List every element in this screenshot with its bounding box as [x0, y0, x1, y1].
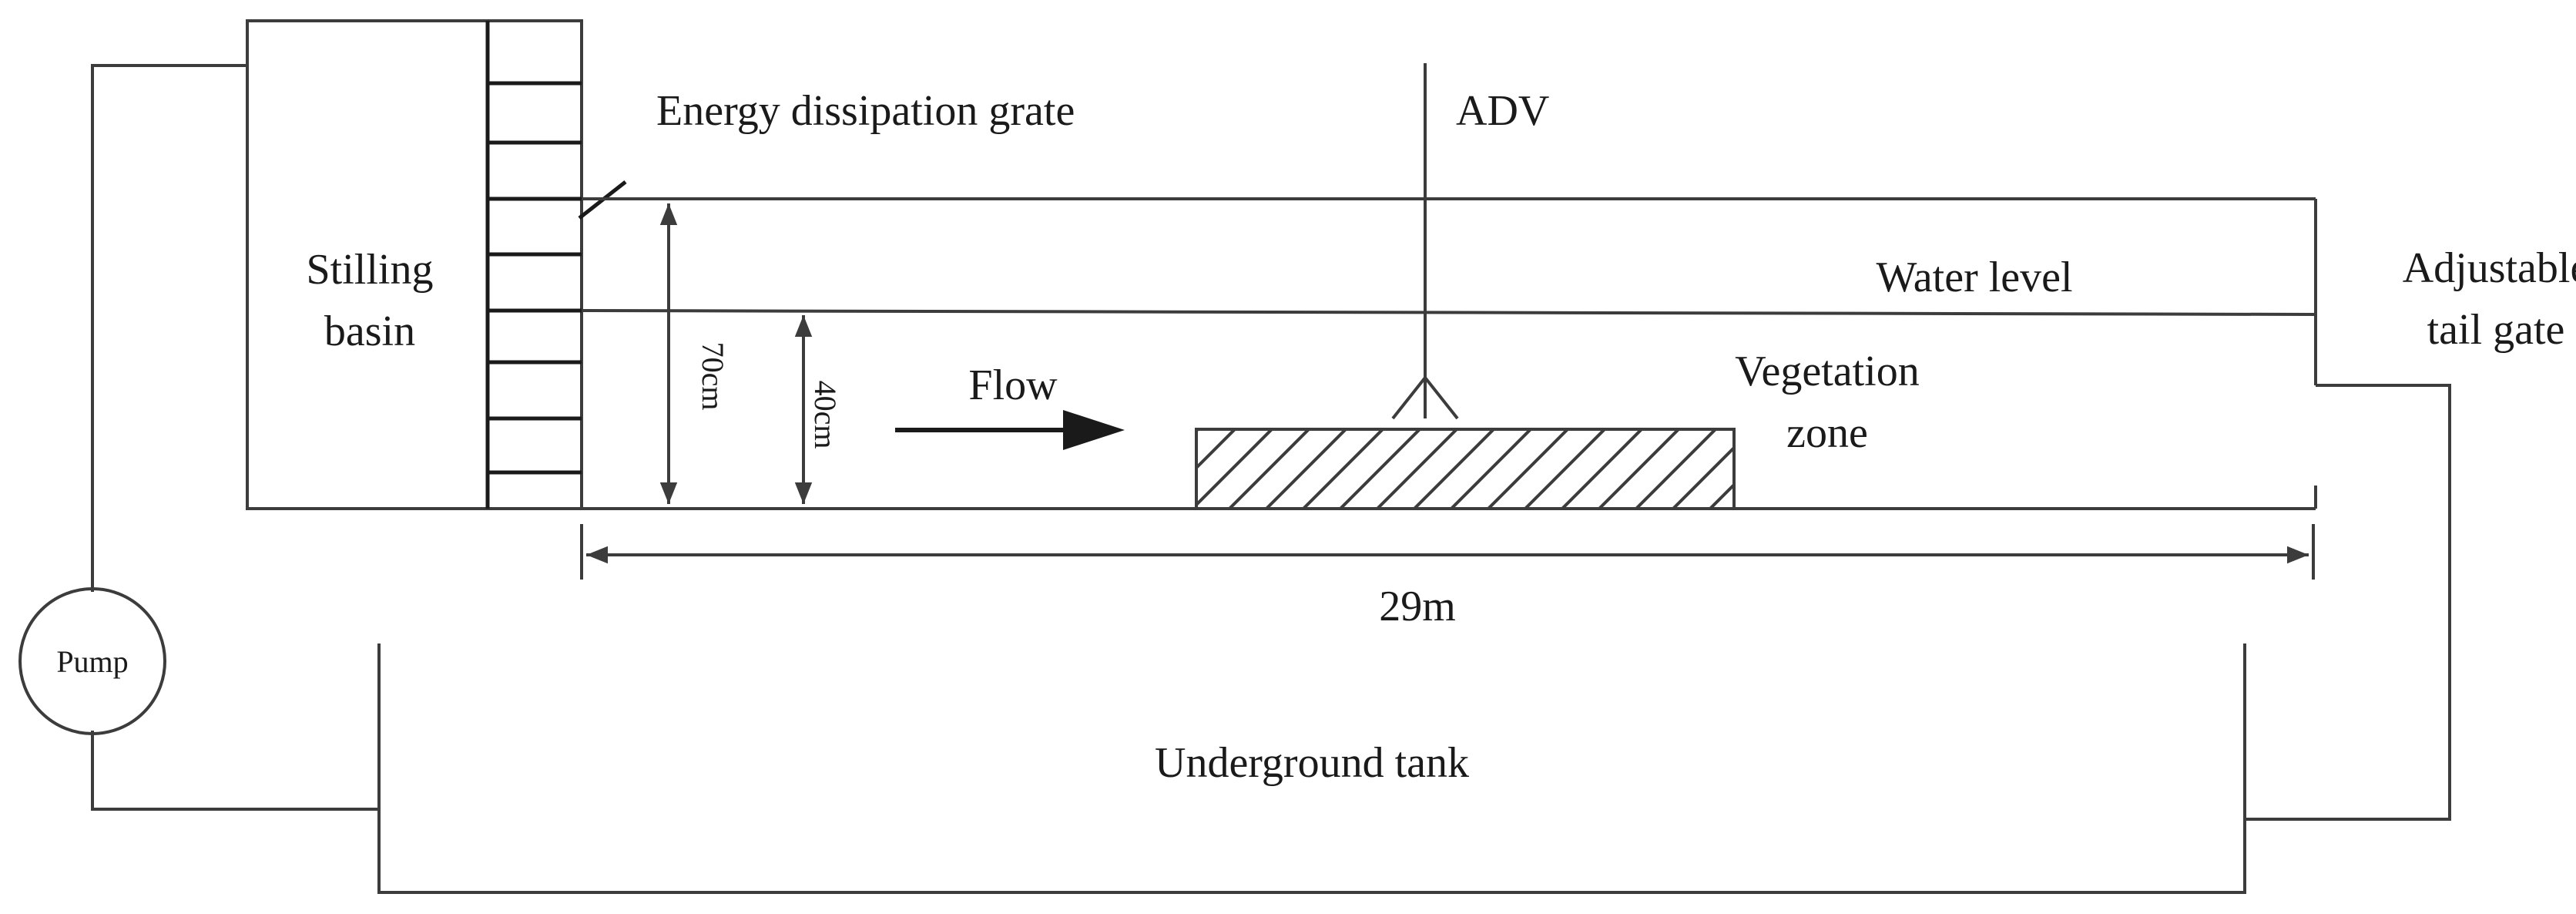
adjustable-tail-gate: Adjustable tail gate	[2403, 244, 2576, 354]
vegetation-zone-hatch	[1195, 428, 1736, 510]
flow-arrow-head	[1063, 410, 1125, 450]
depth-dimensions: 70cm 40cm	[659, 203, 843, 504]
water-level-label: Water level	[1876, 254, 2072, 301]
vegetation-label-line2: zone	[1786, 409, 1868, 457]
pump-label: Pump	[56, 644, 128, 679]
water-level-line	[581, 309, 2316, 316]
vegetation-label-line1: Vegetation	[1735, 348, 1919, 395]
tank-outline	[377, 643, 2246, 894]
length-label: 29m	[1379, 583, 1456, 630]
stilling-basin: Stilling basin	[246, 19, 583, 510]
stilling-basin-label-line2: basin	[324, 307, 415, 355]
recirculation-pipes	[91, 64, 2451, 821]
vegetation-zone: Vegetation zone	[1195, 348, 1920, 510]
energy-dissipation-grate: Energy dissipation grate	[488, 81, 1075, 475]
tank-label: Underground tank	[1155, 739, 1469, 787]
underground-tank: Underground tank	[377, 643, 2246, 894]
flow-label: Flow	[968, 361, 1058, 409]
depth-40-label: 40cm	[808, 381, 843, 449]
depth-70-label: 70cm	[696, 342, 730, 411]
tail-gate-label-line1: Adjustable	[2403, 244, 2576, 292]
pump: Pump	[18, 587, 166, 735]
adv-label: ADV	[1456, 87, 1549, 135]
adv-probe: ADV	[1391, 63, 1549, 420]
flow-indicator: Flow	[895, 361, 1125, 450]
pipe-pump-to-tank	[91, 731, 379, 811]
adv-prong-left	[1391, 376, 1427, 420]
length-dimension: 29m	[580, 524, 2315, 630]
pipe-gate-to-tank	[2245, 384, 2451, 821]
pump-circle	[18, 587, 166, 735]
tail-gate-label-line2: tail gate	[2427, 306, 2565, 354]
adv-prong-right	[1424, 376, 1459, 420]
stilling-basin-label-line1: Stilling	[307, 246, 434, 294]
energy-grate-label: Energy dissipation grate	[656, 87, 1075, 135]
pipe-basin-to-pump	[91, 64, 247, 592]
